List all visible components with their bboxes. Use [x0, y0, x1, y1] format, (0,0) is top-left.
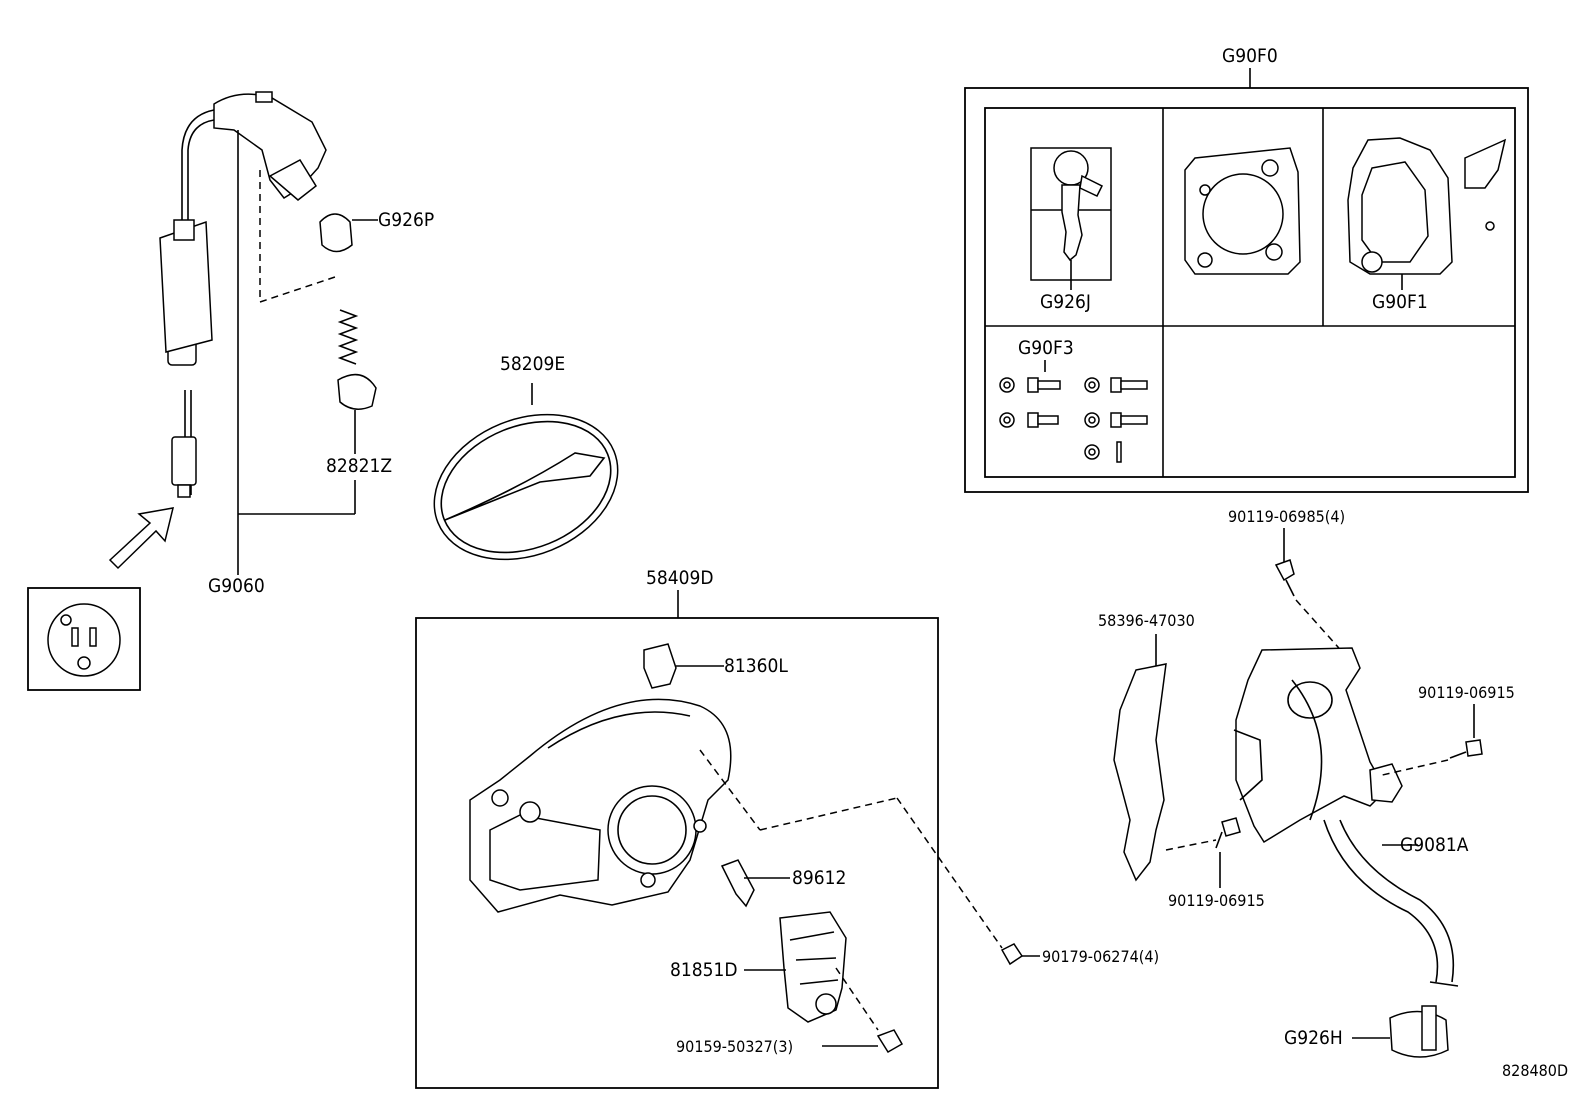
drain-cap-part[interactable] — [1352, 1005, 1449, 1058]
label-g9081a[interactable]: G9081A — [1400, 834, 1469, 856]
diagram-code: 828480D — [1502, 1061, 1568, 1080]
label-90159-50327[interactable]: 90159-50327(3) — [676, 1037, 793, 1056]
bracket-58396-part[interactable] — [1113, 663, 1167, 882]
label-g926p[interactable]: G926P — [378, 209, 434, 231]
label-g926j[interactable]: G926J — [1040, 291, 1091, 313]
bolt-90119-06915-b-part[interactable] — [1215, 817, 1241, 849]
outlet-box — [27, 587, 141, 691]
screw-90159-part[interactable] — [822, 1029, 904, 1054]
sensor-part[interactable] — [720, 859, 790, 908]
label-81851d[interactable]: 81851D — [670, 959, 738, 981]
kit-inner-box — [984, 107, 1516, 478]
filler-housing-part[interactable] — [469, 698, 732, 913]
bolt-90119-06985-part[interactable] — [1274, 559, 1295, 597]
label-90119-06915-b[interactable]: 90119-06915 — [1168, 891, 1265, 910]
label-g90f0[interactable]: G90F0 — [1222, 45, 1278, 67]
label-90179-06274[interactable]: 90179-06274(4) — [1042, 947, 1159, 966]
breather-hose-part[interactable] — [1339, 819, 1455, 983]
label-58209e[interactable]: 58209E — [500, 353, 565, 375]
label-81360l[interactable]: 81360L — [724, 655, 788, 677]
arrow-icon — [108, 507, 174, 570]
filler-neck-part[interactable] — [1233, 647, 1403, 844]
label-58396-47030[interactable]: 58396-47030 — [1098, 611, 1195, 630]
bolt-90119-06915-a-part[interactable] — [1449, 739, 1483, 759]
kit-g90f0: G90F0 G926J — [964, 45, 1529, 493]
label-g90f3[interactable]: G90F3 — [1018, 337, 1074, 359]
fuel-lid-housing-part[interactable] — [1347, 137, 1507, 290]
charging-cable-assembly[interactable] — [159, 91, 327, 498]
housing-assembly-box — [415, 617, 939, 1089]
connector-part[interactable] — [643, 643, 724, 689]
label-82821z[interactable]: 82821Z — [326, 455, 392, 477]
charger-cap-part[interactable] — [319, 213, 378, 253]
label-58409d[interactable]: 58409D — [646, 567, 714, 589]
fuel-lid-part[interactable] — [412, 383, 639, 586]
lock-cylinder-key-part[interactable] — [1030, 147, 1112, 290]
label-90119-06985[interactable]: 90119-06985(4) — [1228, 507, 1345, 526]
cable-holder-part[interactable] — [337, 309, 377, 454]
label-g9060[interactable]: G9060 — [208, 575, 265, 597]
label-89612[interactable]: 89612 — [792, 867, 846, 889]
label-g926h[interactable]: G926H — [1284, 1027, 1343, 1049]
housing-plate-part — [1184, 147, 1301, 275]
screw-set-g90f3[interactable] — [999, 377, 1148, 463]
label-g90f1[interactable]: G90F1 — [1372, 291, 1428, 313]
lid-actuator-part[interactable] — [744, 911, 847, 1023]
outlet-plug-icon — [47, 603, 121, 677]
nut-90179-part[interactable] — [1000, 943, 1040, 966]
kit-outer-box — [964, 87, 1529, 493]
label-90119-06915-a[interactable]: 90119-06915 — [1418, 683, 1515, 702]
